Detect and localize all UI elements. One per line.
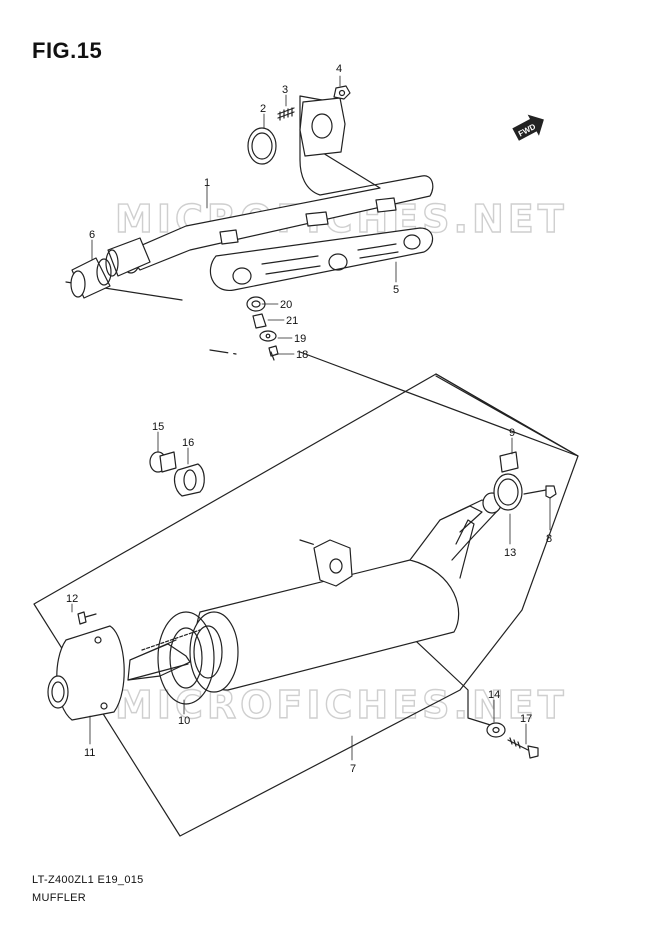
muffler-bolt — [507, 737, 539, 759]
callout-15: 15 — [152, 421, 164, 433]
callout-1: 1 — [204, 177, 210, 189]
callout-17: 17 — [520, 713, 532, 725]
heat-guard — [209, 197, 434, 291]
tail-gasket — [157, 611, 215, 705]
callout-19: 19 — [294, 333, 306, 345]
clamp-bolt — [523, 485, 557, 499]
stud-bolt — [277, 107, 295, 121]
flange-nut — [333, 85, 351, 100]
connector-sleeve — [70, 257, 112, 299]
figure-title: FIG.15 — [32, 38, 103, 63]
model-code: LT-Z400ZL1 E19_015 — [32, 874, 144, 886]
callout-6: 6 — [89, 229, 95, 241]
tail-cap — [47, 625, 125, 721]
callout-20: 20 — [280, 299, 292, 311]
callout-16: 16 — [182, 437, 194, 449]
callout-2: 2 — [260, 103, 266, 115]
callout-12: 12 — [66, 593, 78, 605]
callout-numbers: 1 2 3 4 5 6 7 8 9 10 11 12 13 14 15 16 1… — [66, 63, 552, 775]
gasket — [247, 127, 277, 165]
callout-5: 5 — [393, 284, 399, 296]
callout-10: 10 — [178, 715, 190, 727]
collar-and-grommet — [149, 451, 205, 497]
tail-cap-screw — [77, 611, 97, 625]
muffler-washer — [486, 722, 506, 738]
exhaust-pipe — [105, 95, 434, 277]
callout-13: 13 — [504, 547, 516, 559]
mount-hardware-stack — [246, 296, 279, 361]
callout-leaders — [71, 75, 551, 761]
watermark-bottom: MICROFICHES.NET — [115, 683, 568, 727]
callout-3: 3 — [282, 84, 288, 96]
callout-9: 9 — [509, 427, 515, 439]
callout-18: 18 — [296, 349, 308, 361]
callout-7: 7 — [350, 763, 356, 775]
callout-8: 8 — [546, 533, 552, 545]
muffler-body — [127, 492, 502, 693]
assembly-boundary-lines — [33, 281, 579, 837]
callout-11: 11 — [84, 747, 95, 759]
fwd-arrow-icon: FWD — [512, 114, 544, 141]
diagram-name: MUFFLER — [32, 892, 87, 904]
pipe-clamp — [493, 451, 523, 511]
callout-4: 4 — [336, 63, 342, 75]
callout-14: 14 — [488, 689, 500, 701]
callout-21: 21 — [286, 315, 298, 327]
